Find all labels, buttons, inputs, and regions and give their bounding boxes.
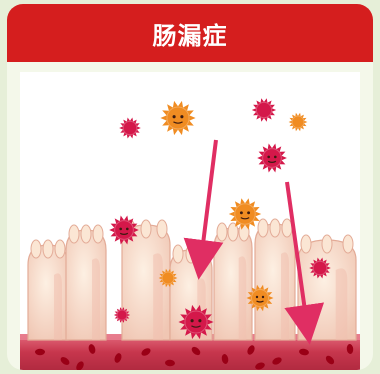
blood-cell <box>272 357 282 365</box>
page-title: 肠漏症 <box>152 21 228 50</box>
blood-cell <box>141 348 151 356</box>
blood-cell <box>35 348 45 356</box>
villus <box>65 224 107 341</box>
villus <box>121 219 171 341</box>
bacteria-icon <box>288 112 308 132</box>
blood-cell <box>191 346 201 356</box>
bacteria-icon <box>109 215 139 245</box>
bacteria-icon <box>160 100 196 136</box>
leak-arrow-right <box>284 181 325 345</box>
blood-cell <box>76 361 84 370</box>
bacteria-icon <box>158 268 178 288</box>
leak-arrow-left <box>183 139 224 280</box>
leaky-gut-card: 肠漏症 <box>7 4 373 370</box>
illustration-panel <box>20 72 360 370</box>
card-header: 肠漏症 <box>7 4 373 62</box>
bacteria-icon <box>119 117 141 139</box>
leak-arrows <box>183 139 325 345</box>
blood-cell <box>165 359 175 367</box>
blood-cell <box>60 357 70 365</box>
bacteria-group <box>109 98 331 340</box>
blood-cells <box>35 344 354 370</box>
bacteria-icon <box>228 198 262 230</box>
blood-cell <box>346 344 354 354</box>
villus <box>254 218 296 341</box>
bacteria-icon <box>257 143 287 173</box>
bacteria-icon <box>113 307 131 323</box>
blood-cell <box>255 362 265 370</box>
blood-cell <box>247 345 255 355</box>
blood-cell <box>221 354 229 364</box>
villus <box>27 239 69 341</box>
blood-cell <box>325 355 335 365</box>
blood-cell <box>114 353 122 363</box>
blood-cell <box>299 348 309 356</box>
bacteria-icon <box>251 98 277 122</box>
blood-cell <box>88 344 96 354</box>
bacteria-icon <box>246 284 274 312</box>
villus <box>213 222 253 341</box>
bacteria-icon <box>178 304 214 340</box>
leaky-gut-illustration-icon <box>20 98 360 370</box>
bacteria-icon <box>309 257 331 279</box>
